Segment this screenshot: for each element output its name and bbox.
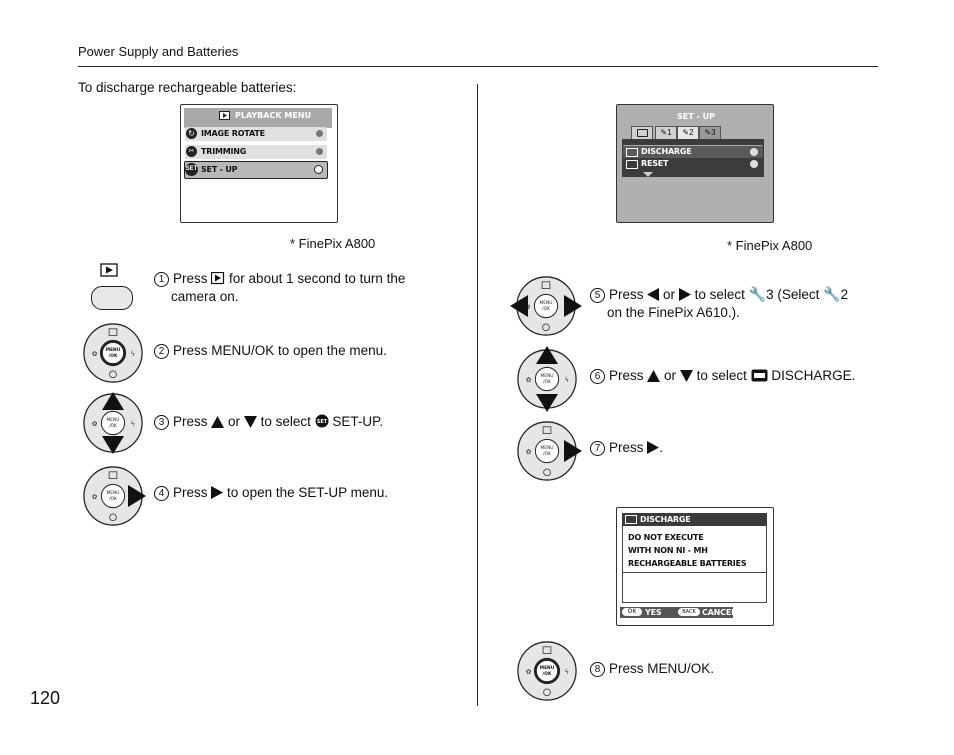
page-number: 120: [30, 688, 61, 708]
item-bullet-icon: [316, 130, 323, 137]
play-icon: [211, 272, 225, 285]
discharge-dialog: DISCHARGE DO NOT EXECUTE WITH NON NI - M…: [616, 507, 774, 626]
left-arrow-icon: [647, 288, 660, 301]
caption-right: * FinePix A800: [727, 238, 813, 253]
menu-item-discharge[interactable]: DISCHARGE: [623, 145, 763, 158]
battery-icon: [625, 515, 637, 524]
setup-menu-screen: SET - UP ✎1 ✎2 ✎3 DISCHARGE RESET: [616, 104, 774, 223]
menu-title: PLAYBACK MENU: [235, 111, 311, 120]
control-pad-menu-ok[interactable]: [516, 640, 578, 702]
header-rule: [78, 66, 878, 67]
menu-item-trimming[interactable]: ✂ TRIMMING: [185, 145, 327, 159]
submenu-arrow-icon: [750, 148, 758, 156]
battery-icon: [751, 369, 768, 382]
scroll-down-icon: [643, 172, 653, 177]
menu-item-reset[interactable]: RESET: [623, 158, 763, 170]
down-arrow-icon: [679, 370, 693, 382]
control-pad-menu-ok[interactable]: [82, 322, 144, 384]
control-pad-up-down[interactable]: [516, 346, 578, 412]
playback-menu-screen: PLAYBACK MENU ↻ IMAGE ROTATE ✂ TRIMMING …: [180, 104, 338, 223]
dialog-title-bar: DISCHARGE: [622, 513, 767, 526]
control-pad-up-down[interactable]: [82, 392, 144, 454]
caption-left: * FinePix A800: [290, 236, 376, 251]
menu-item-set-up[interactable]: SET SET - UP: [184, 161, 328, 179]
item-bullet-icon: [316, 148, 323, 155]
setup-title: SET - UP: [677, 112, 715, 121]
up-arrow-icon: [647, 370, 661, 382]
play-icon: [219, 111, 230, 120]
set-icon: SET: [185, 163, 198, 176]
back-key-icon: BACK: [678, 608, 700, 616]
dialog-blank-area: [622, 572, 767, 603]
wrench-2-tab-icon[interactable]: ✎2: [677, 126, 699, 140]
dialog-title: DISCHARGE: [640, 515, 691, 524]
dialog-button-bar: OK YES BACK CANCEL: [620, 607, 736, 618]
right-arrow-icon: [211, 486, 224, 499]
down-arrow-icon: [243, 416, 257, 428]
right-arrow-icon: [647, 441, 660, 454]
intro-text: To discharge rechargeable batteries:: [78, 80, 297, 95]
playback-button-icon: [100, 263, 118, 277]
power-button[interactable]: [91, 286, 133, 310]
submenu-arrow-icon: [750, 160, 758, 168]
control-pad-right[interactable]: [516, 420, 582, 482]
cancel-button[interactable]: CANCEL: [702, 608, 736, 617]
control-pad-left-right[interactable]: [510, 275, 582, 337]
up-arrow-icon: [211, 416, 225, 428]
battery-icon: [626, 148, 638, 157]
svg-text:SET: SET: [316, 419, 327, 425]
column-divider: [477, 84, 478, 706]
camera-tab-icon[interactable]: [631, 126, 653, 140]
wrench-icon: 🔧: [823, 286, 841, 302]
reset-icon: [626, 160, 638, 169]
wrench-1-tab-icon[interactable]: ✎1: [655, 126, 677, 140]
rotate-icon: ↻: [186, 128, 197, 139]
wrench-3-tab-icon[interactable]: ✎3: [699, 126, 721, 140]
control-pad-right[interactable]: [82, 465, 146, 527]
yes-button[interactable]: YES: [645, 608, 662, 617]
section-title: Power Supply and Batteries: [78, 44, 239, 59]
trim-icon: ✂: [186, 146, 197, 157]
menu-item-image-rotate[interactable]: ↻ IMAGE ROTATE: [185, 127, 327, 141]
dialog-message-box: DO NOT EXECUTE WITH NON NI - MH RECHARGE…: [622, 526, 767, 573]
submenu-arrow-icon: [314, 165, 323, 174]
right-arrow-icon: [678, 288, 691, 301]
wrench-icon: 🔧: [748, 286, 767, 302]
set-icon: SET: [315, 414, 329, 428]
ok-key-icon: OK: [622, 608, 642, 616]
